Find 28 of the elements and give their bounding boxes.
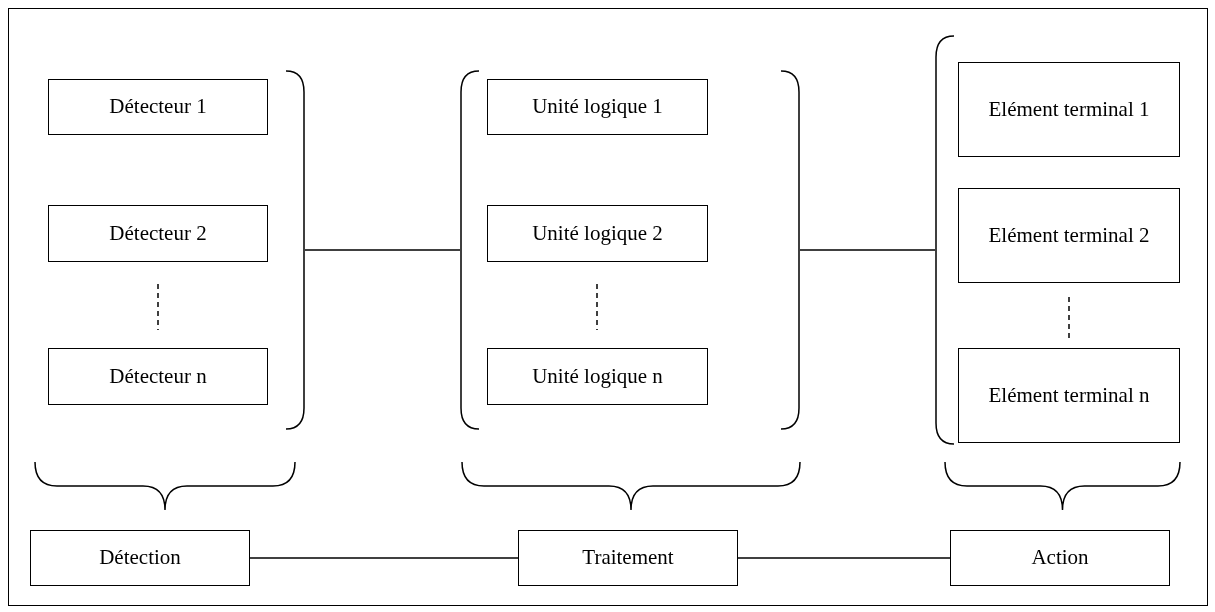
box-label: Détecteur 2: [109, 219, 207, 247]
process-box: [958, 348, 1180, 443]
box-label: Action: [1031, 544, 1089, 572]
box-label: Détecteur 1: [109, 93, 207, 121]
process-box: [48, 79, 268, 135]
box-label: Elément terminal n: [988, 381, 1150, 409]
connector-line: [304, 249, 461, 251]
connector-line: [249, 557, 519, 559]
process-box: [30, 530, 250, 586]
box-label: Traitement: [582, 544, 674, 572]
connector-line: [737, 557, 951, 559]
process-box: [48, 205, 268, 262]
process-box: [48, 348, 268, 405]
process-box: [958, 188, 1180, 283]
process-box: [487, 348, 708, 405]
connector-line: [799, 249, 936, 251]
process-box: [950, 530, 1170, 586]
process-box: [487, 79, 708, 135]
box-label: Elément terminal 1: [988, 95, 1150, 123]
box-label: Unité logique 1: [532, 93, 663, 121]
box-label: Elément terminal 2: [988, 221, 1150, 249]
process-box: [518, 530, 738, 586]
box-label: Unité logique n: [532, 362, 663, 390]
process-box: [487, 205, 708, 262]
box-label: Unité logique 2: [532, 219, 663, 247]
process-box: [958, 62, 1180, 157]
box-label: Détecteur n: [109, 362, 207, 390]
box-label: Détection: [99, 544, 181, 572]
